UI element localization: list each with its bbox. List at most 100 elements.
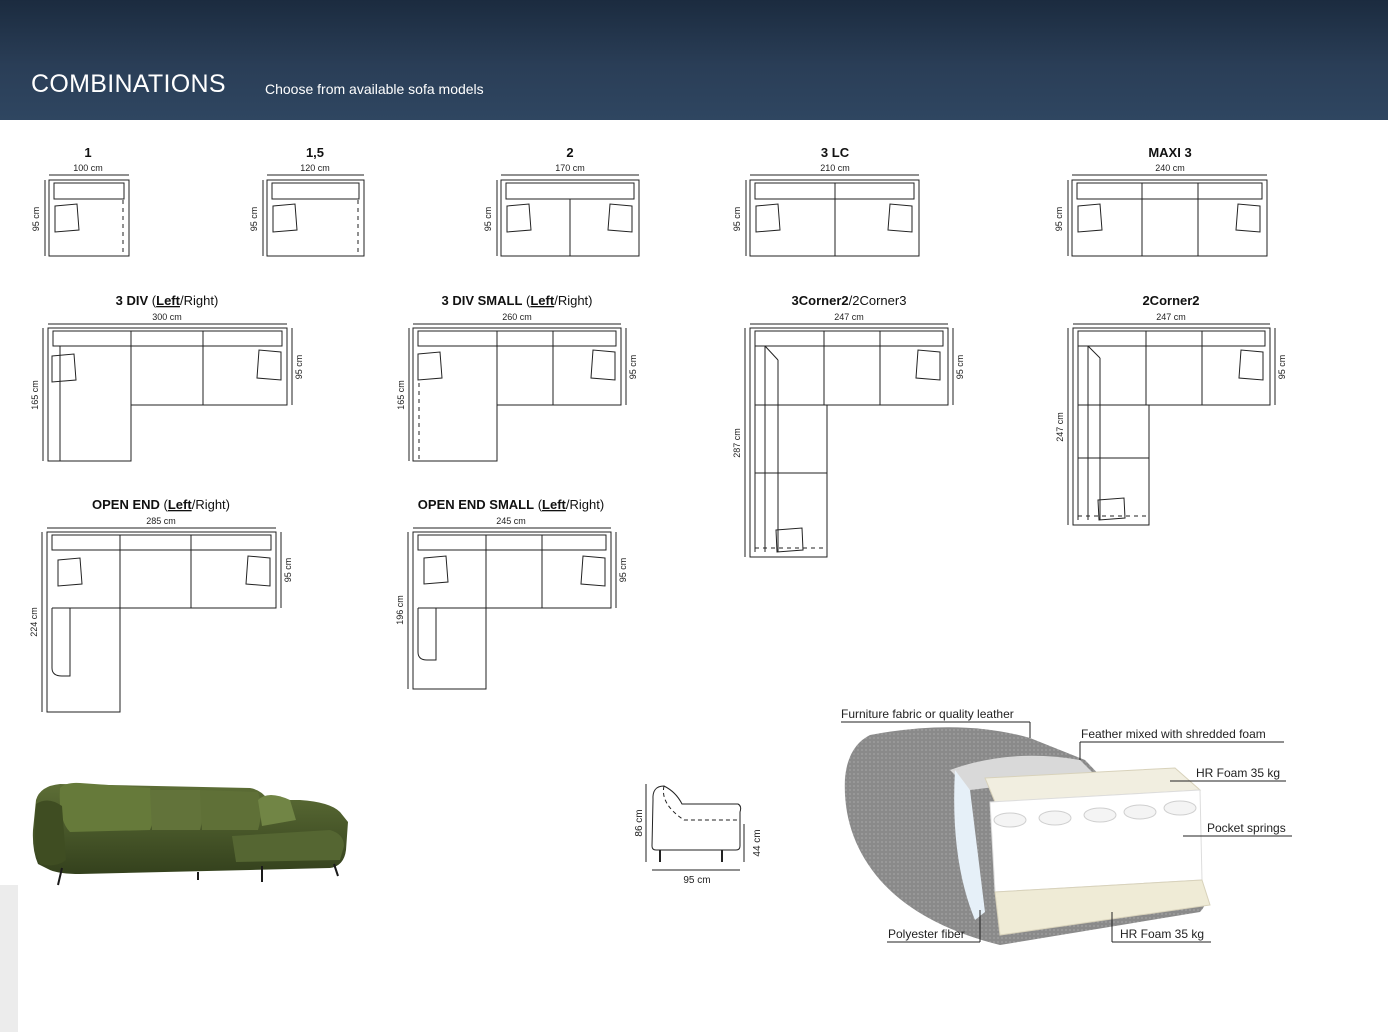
depth-label: 95 cm [31, 207, 41, 232]
depth-label: 95 cm [249, 207, 259, 232]
pillow [506, 203, 532, 233]
hr-foam-top-label: HR Foam 35 kg [1196, 766, 1280, 780]
model-3lc: 3 LC 210 cm 95 cm [732, 145, 920, 257]
pillow [256, 349, 282, 381]
model-name: MAXI 3 [1148, 145, 1191, 160]
variant-right: Right [570, 497, 601, 512]
variant-left: Left [156, 293, 181, 308]
fabric-label: Furniture fabric or quality leather [841, 707, 1014, 721]
model-2corner2: 2Corner2 247 cm 247 cm 95 cm [1055, 293, 1287, 526]
feather-label: Feather mixed with shredded foam [1081, 727, 1266, 741]
page-header: COMBINATIONS Choose from available sofa … [0, 0, 1388, 120]
backrest [271, 182, 360, 200]
spring [1083, 807, 1117, 823]
seat-height-label: 44 cm [752, 829, 763, 856]
depth-label: 95 cm [294, 355, 304, 380]
seat-line [662, 785, 740, 821]
pillow [1238, 349, 1264, 381]
svg-text:OPEN END SMALL (Left/Right): OPEN END SMALL (Left/Right) [418, 497, 604, 512]
sofa-outline [266, 179, 365, 257]
model-name: OPEN END SMALL [418, 497, 534, 512]
model-name: 3Corner2 [792, 293, 849, 308]
model-name: 1,5 [306, 145, 324, 160]
depth-label: 95 cm [1054, 207, 1064, 232]
pillow [272, 203, 298, 233]
height-label: 86 cm [634, 809, 645, 836]
model-open-end: OPEN END (Left/Right) 285 cm 224 cm 95 c… [29, 497, 293, 713]
sofa-outline [47, 327, 288, 462]
width-label: 245 cm [496, 516, 526, 526]
variant-right: Right [558, 293, 589, 308]
length-label: 165 cm [396, 380, 406, 410]
profile-outline [651, 785, 742, 851]
side-profile: 86 cm 44 cm 95 cm [634, 784, 763, 886]
backrest [51, 534, 272, 551]
length-label: 247 cm [1055, 412, 1065, 442]
depth-label: 95 cm [955, 355, 965, 380]
depth-label: 95 cm [618, 558, 628, 583]
pillow [1235, 203, 1261, 233]
sofa-outline [749, 327, 949, 558]
length-label: 224 cm [29, 607, 39, 637]
pillow [607, 203, 633, 233]
backrest [505, 182, 635, 200]
variant-left: Left [542, 497, 567, 512]
pillow [1077, 203, 1103, 233]
armrest-roll [51, 608, 71, 677]
backrest [754, 330, 944, 347]
model-3corner2: 3Corner2/2Corner3 247 cm 287 cm 95 cm [732, 293, 965, 558]
length-label: 287 cm [732, 428, 742, 458]
page-title: COMBINATIONS [31, 70, 226, 98]
pillow [51, 353, 77, 383]
length-label: 196 cm [395, 595, 405, 625]
model-1-5: 1,5 120 cm 95 cm [249, 145, 365, 257]
variant-name: 2Corner3 [852, 293, 906, 308]
depth-label: 95 cm [283, 558, 293, 583]
width-label: 285 cm [146, 516, 176, 526]
svg-text:3 DIV (Left/Right): 3 DIV (Left/Right) [116, 293, 219, 308]
sofa-photo [32, 782, 348, 886]
variant-right: Right [184, 293, 215, 308]
pillow [887, 203, 913, 233]
spring [993, 812, 1027, 828]
pillow [580, 555, 606, 587]
width-label: 247 cm [1156, 312, 1186, 322]
width-label: 210 cm [820, 163, 850, 173]
corner-seam [764, 345, 779, 361]
depth-label: 95 cm [628, 355, 638, 380]
model-name: 3 DIV SMALL [441, 293, 522, 308]
backrest [1077, 330, 1266, 347]
model-name: 2 [566, 145, 573, 160]
model-open-end-small: OPEN END SMALL (Left/Right) 245 cm 196 c… [395, 497, 628, 690]
hr-foam-bottom [994, 879, 1211, 936]
length-label: 165 cm [30, 380, 40, 410]
width-label: 247 cm [834, 312, 864, 322]
backrest [52, 330, 283, 347]
model-3-div-small: 3 DIV SMALL (Left/Right) 260 cm 165 cm 9… [396, 293, 638, 462]
pillow [57, 557, 83, 587]
corner-seam [1087, 345, 1101, 359]
cushion-cutaway: Furniture fabric or quality leather Feat… [841, 707, 1292, 945]
armrest-roll [417, 608, 437, 661]
sofa-outline [48, 179, 130, 257]
width-label: 300 cm [152, 312, 182, 322]
model-2: 2 170 cm 95 cm [483, 145, 640, 257]
model-name: OPEN END [92, 497, 160, 512]
pillow [54, 203, 80, 233]
model-1: 1 100 cm 95 cm [31, 145, 130, 257]
pillow [423, 555, 449, 585]
model-name: 3 DIV [116, 293, 149, 308]
pillow [775, 527, 804, 553]
fiber-label: Polyester fiber [888, 927, 965, 941]
backrest [417, 330, 617, 347]
backrest [417, 534, 607, 551]
svg-text:OPEN END (Left/Right): OPEN END (Left/Right) [92, 497, 230, 512]
pillow [1097, 497, 1126, 521]
width-label: 170 cm [555, 163, 585, 173]
pillow [245, 555, 271, 587]
spring [1038, 810, 1072, 826]
model-name: 1 [84, 145, 91, 160]
pillow [590, 349, 616, 381]
variant-left: Left [530, 293, 555, 308]
pillow [755, 203, 781, 233]
